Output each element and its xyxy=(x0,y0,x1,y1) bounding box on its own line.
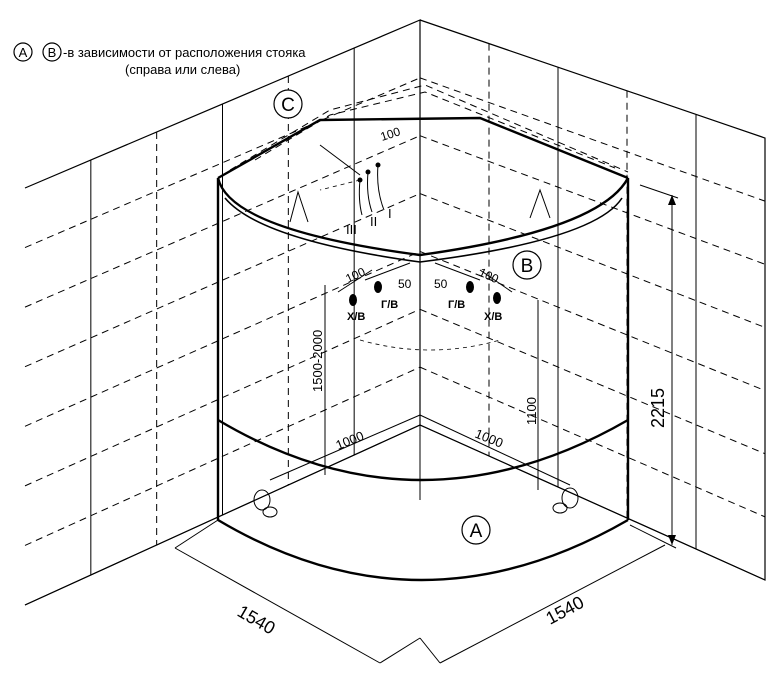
pipe-connections xyxy=(319,144,513,306)
dim-mixer-height: 1500-2000 xyxy=(310,330,325,392)
wall-tiles xyxy=(24,43,766,575)
marker-a-text: A xyxy=(470,521,483,542)
dimension-lines xyxy=(174,184,679,664)
right-wall xyxy=(419,19,766,581)
floor-lines xyxy=(24,424,766,606)
pipe-label-cold-right: Х/В xyxy=(484,311,502,323)
dimension-labels: 100 100 100 50 50 1500-2000 1100 2215 10… xyxy=(234,124,668,638)
tile-line xyxy=(419,250,766,392)
pipe-label-cold-left: Х/В xyxy=(347,311,365,323)
dim-right-spacing: 100 xyxy=(477,265,501,286)
tile-line xyxy=(419,193,766,328)
pipe-label-roman-3: III xyxy=(346,222,357,237)
guide-lines xyxy=(269,285,571,490)
legend-line2: (справа или слева) xyxy=(125,62,240,77)
dim-total-height: 2215 xyxy=(648,388,668,428)
marker-b-text: B xyxy=(521,256,534,277)
dim-inlet-height: 1100 xyxy=(524,397,539,425)
pipe-label-roman-2: II xyxy=(370,214,377,229)
tile-line xyxy=(419,366,766,518)
dim-width-left: 1540 xyxy=(234,601,279,638)
pipe-label-hot-right: Г/В xyxy=(448,299,465,311)
legend-badge-b-text: B xyxy=(48,45,57,60)
legend-line1: -в зависимости от расположения стояка xyxy=(63,45,306,60)
pipe-label-hot-left: Г/В xyxy=(381,299,398,311)
marker-a: A xyxy=(461,515,491,545)
dim-right-gap: 50 xyxy=(434,277,448,291)
marker-c: C xyxy=(273,89,303,119)
legend-badge-a-text: A xyxy=(19,45,28,60)
shower-cabin xyxy=(216,84,630,582)
marker-b: B xyxy=(512,250,542,280)
legend: A B -в зависимости от расположения стояк… xyxy=(13,42,306,77)
dim-left-wall: 1000 xyxy=(334,428,366,453)
marker-c-text: C xyxy=(281,95,295,116)
legend-badge-b xyxy=(42,42,62,62)
legend-badge-a xyxy=(13,42,33,62)
dim-left-gap: 50 xyxy=(398,277,412,291)
dim-left-spacing: 100 xyxy=(343,264,367,285)
dim-top-spacing: 100 xyxy=(379,124,403,144)
tile-line xyxy=(419,77,766,202)
tile-line xyxy=(419,135,766,265)
pipe-label-roman-1: I xyxy=(388,206,392,221)
tile-line xyxy=(419,308,766,455)
pipe-labels: I II III Х/В Г/В Г/В Х/В xyxy=(346,206,502,323)
